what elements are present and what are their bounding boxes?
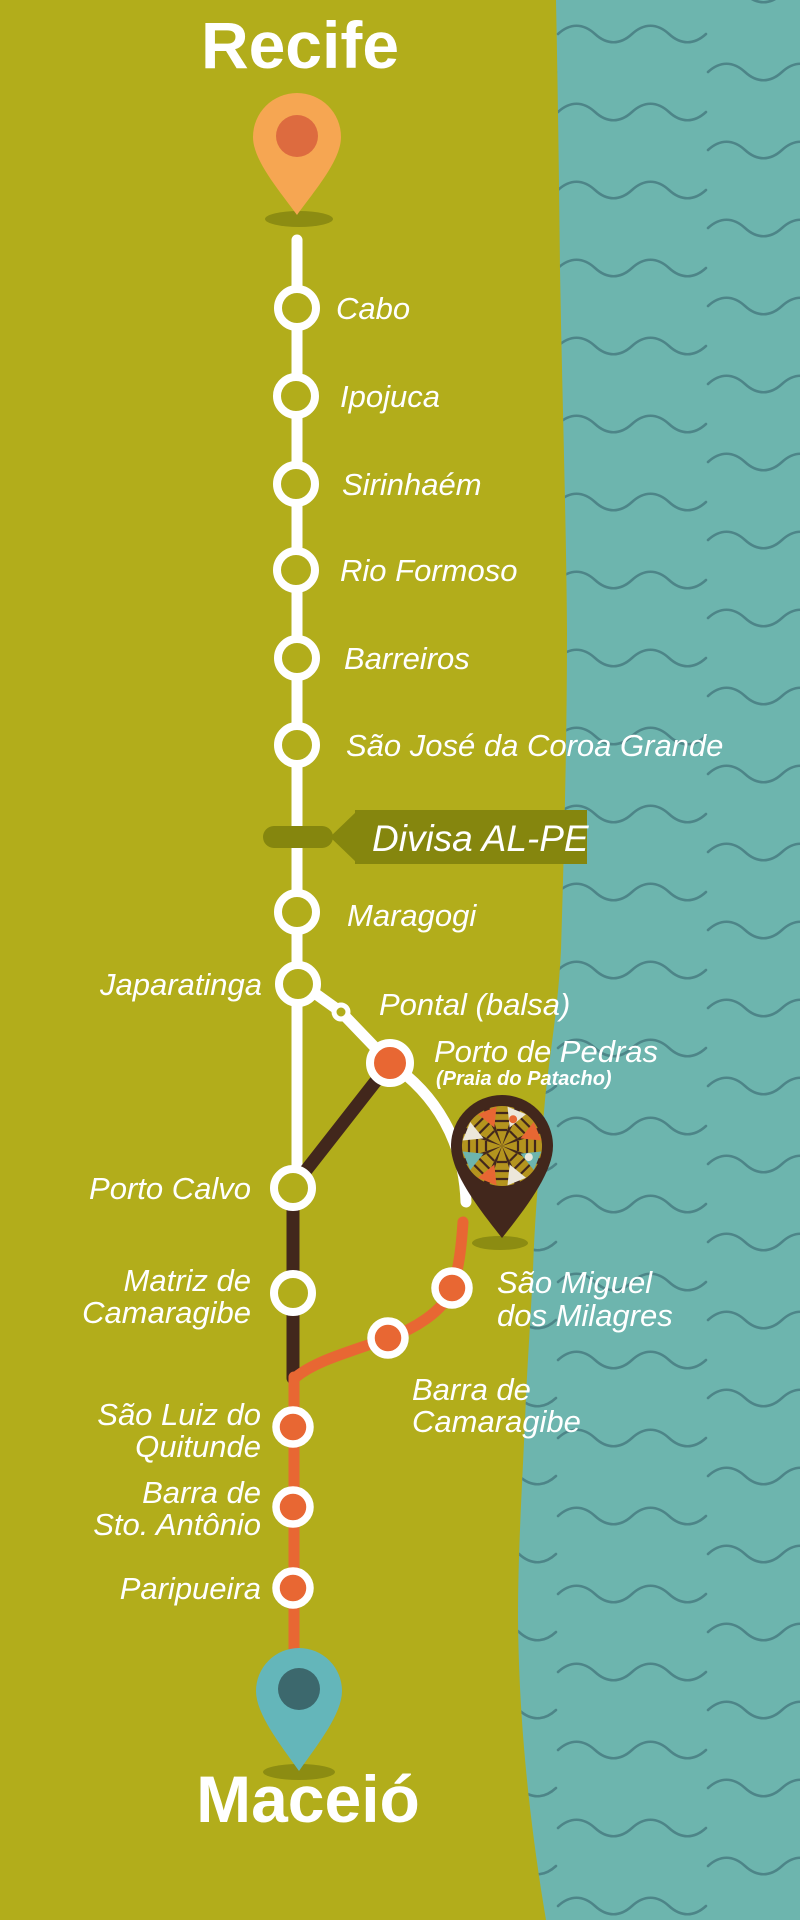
stop-label-maragogi: Maragogi [347, 898, 477, 933]
stop-circle-sao-luiz [272, 1406, 314, 1448]
stop-circle-porto-calvo [270, 1165, 316, 1211]
stop-circle-japaratinga [275, 961, 321, 1007]
stop-label-rio-formoso: Rio Formoso [340, 553, 517, 588]
stop-circle-sao-jose [274, 722, 320, 768]
stop-label-barra-camaragibe-line2: Camaragibe [412, 1404, 581, 1439]
recife-pin-dot [276, 115, 318, 157]
maceio-pin-dot [278, 1668, 320, 1710]
umbrella-dot [524, 1153, 533, 1162]
border-badge-arrow [330, 812, 356, 862]
sea-wave-pattern [518, 0, 800, 1920]
labels: Recife Cabo Ipojuca Sirinhaém Rio Formos… [82, 8, 723, 1836]
maceio-pin-shadow [263, 1764, 335, 1780]
stop-label-matriz-line1: Matriz de [124, 1263, 251, 1298]
stop-circle-barra-de-camaragibe [367, 1317, 409, 1359]
umbrella-dot [471, 1130, 480, 1139]
stop-markers [270, 285, 473, 1609]
recife-pin [253, 93, 341, 227]
patacho-pin [451, 1095, 553, 1250]
stop-label-sao-luiz-line2: Quitunde [135, 1429, 261, 1464]
stop-circle-sirinhaem [273, 461, 319, 507]
stop-circle-porto-de-pedras [366, 1039, 414, 1087]
stop-label-matriz-line2: Camaragibe [82, 1295, 251, 1330]
maceio-pin [256, 1648, 342, 1780]
stop-label-porto-de-pedras: Porto de Pedras [434, 1034, 658, 1069]
stop-circle-ipojuca [273, 373, 319, 419]
stop-label-porto-calvo: Porto Calvo [89, 1171, 251, 1206]
state-border-marker: Divisa AL-PE [263, 810, 590, 864]
umbrella-dot [509, 1115, 518, 1124]
border-badge-label: Divisa AL-PE [372, 818, 590, 859]
stop-note-praia-do-patacho: (Praia do Patacho) [436, 1068, 612, 1090]
stop-circle-cabo [274, 285, 320, 331]
border-bar [263, 826, 333, 848]
stop-label-sao-miguel-line1: São Miguel [497, 1265, 653, 1300]
title-origin: Recife [201, 8, 399, 82]
stop-label-sao-miguel-line2: dos Milagres [497, 1298, 673, 1333]
route-arc-orange [290, 1216, 469, 1383]
stop-label-cabo: Cabo [336, 291, 410, 326]
stop-label-sao-luiz-line1: São Luiz do [97, 1397, 261, 1432]
border-badge [355, 810, 587, 864]
stop-circle-maragogi [274, 889, 320, 935]
patacho-pin-shadow [472, 1236, 528, 1250]
stop-label-barra-camaragibe-line1: Barra de [412, 1372, 531, 1407]
stop-label-ipojuca: Ipojuca [340, 379, 440, 414]
stop-label-barreiros: Barreiros [344, 641, 470, 676]
stop-circle-barra-sto-antonio [272, 1486, 314, 1528]
stop-label-barra-sto-antonio-line2: Sto. Antônio [93, 1507, 261, 1542]
stop-circle-matriz-de-camaragibe [270, 1270, 316, 1316]
stop-label-japaratinga: Japaratinga [99, 967, 262, 1002]
stop-label-sao-jose: São José da Coroa Grande [346, 728, 723, 763]
stop-label-paripueira: Paripueira [120, 1571, 261, 1606]
title-destination: Maceió [196, 1762, 420, 1836]
stop-circle-sao-miguel [431, 1267, 473, 1309]
stop-circle-rio-formoso [273, 547, 319, 593]
stop-circle-barreiros [274, 635, 320, 681]
umbrella-dot [486, 1168, 495, 1177]
stop-label-pontal-balsa: Pontal (balsa) [379, 987, 570, 1022]
stop-circle-pontal-balsa [331, 1002, 351, 1022]
stop-label-sirinhaem: Sirinhaém [342, 467, 482, 502]
stop-circle-paripueira [272, 1567, 314, 1609]
route-brown-diagonal [286, 1056, 397, 1194]
umbrella-icon [460, 1104, 544, 1188]
stop-label-barra-sto-antonio-line1: Barra de [142, 1475, 261, 1510]
recife-pin-shadow [265, 211, 333, 227]
